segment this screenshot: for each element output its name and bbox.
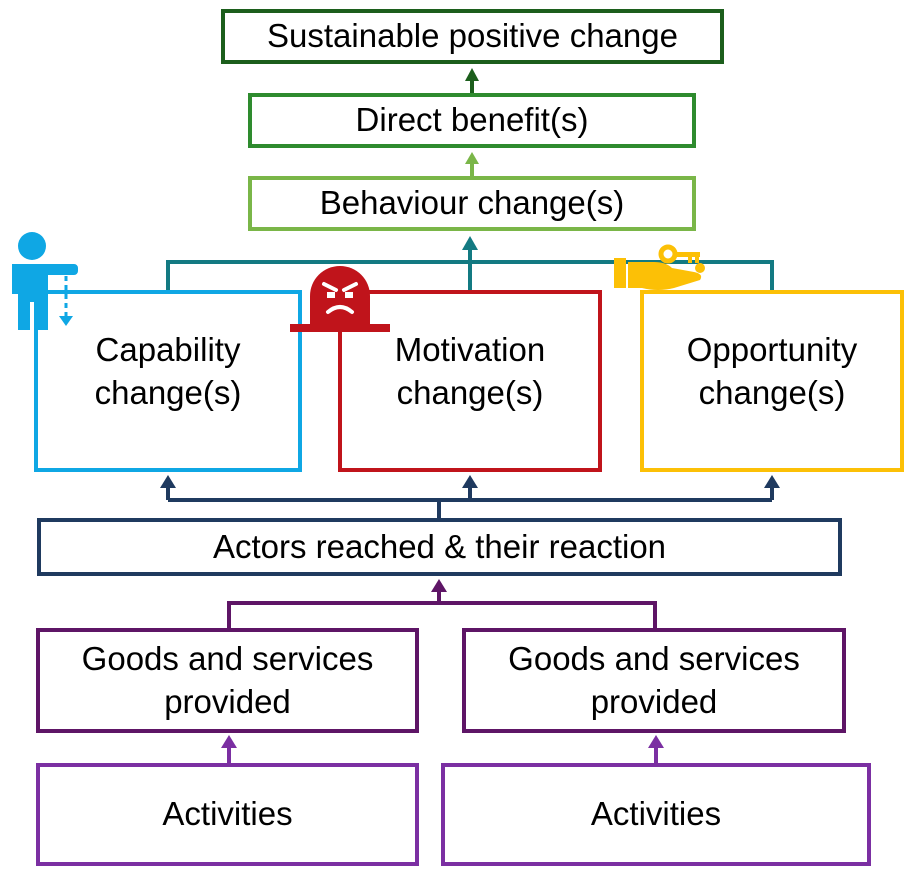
goods-services-box-left: Goods and services provided (36, 628, 419, 733)
sustainable-label: Sustainable positive change (267, 17, 678, 55)
activities-left-label: Activities (162, 795, 293, 833)
actors-reached-label: Actors reached & their reaction (212, 527, 667, 565)
goods-services-box-right: Goods and services provided (462, 628, 846, 733)
arrow-to-capability (160, 475, 176, 488)
activities-right-label: Activities (590, 795, 722, 833)
capability-label-line2: change(s) (94, 374, 242, 411)
direct-benefits-box: Direct benefit(s) (248, 93, 696, 148)
arrow-to-motivation (462, 475, 478, 488)
goods-right-line2: provided (590, 682, 718, 720)
opportunity-label-line2: change(s) (698, 374, 846, 411)
capability-label-line1: Capability (95, 331, 241, 369)
activities-box-left: Activities (36, 763, 419, 866)
sustainable-positive-change-box: Sustainable positive change (221, 9, 724, 64)
opportunity-change-box: Opportunity change(s) (640, 290, 904, 472)
goods-left-line1: Goods and services (81, 639, 374, 677)
arrow-goods-to-actors (227, 601, 657, 628)
activities-box-right: Activities (441, 763, 871, 866)
hand-key-icon (614, 244, 705, 290)
behaviour-change-box: Behaviour change(s) (248, 176, 696, 231)
behaviour-change-label: Behaviour change(s) (319, 184, 625, 222)
goods-left-line2: provided (164, 682, 291, 720)
goods-right-line1: Goods and services (508, 639, 800, 677)
actors-reached-box: Actors reached & their reaction (37, 518, 842, 576)
motivation-change-box: Motivation change(s) (338, 290, 602, 472)
motivation-label-line2: change(s) (396, 374, 544, 411)
direct-benefits-label: Direct benefit(s) (355, 101, 589, 139)
motivation-label-line1: Motivation (394, 331, 546, 369)
angry-face-icon (290, 266, 390, 332)
person-pointing-icon (12, 232, 78, 330)
arrow-to-opportunity (764, 475, 780, 488)
capability-change-box: Capability change(s) (34, 290, 302, 472)
opportunity-label-line1: Opportunity (686, 331, 858, 369)
